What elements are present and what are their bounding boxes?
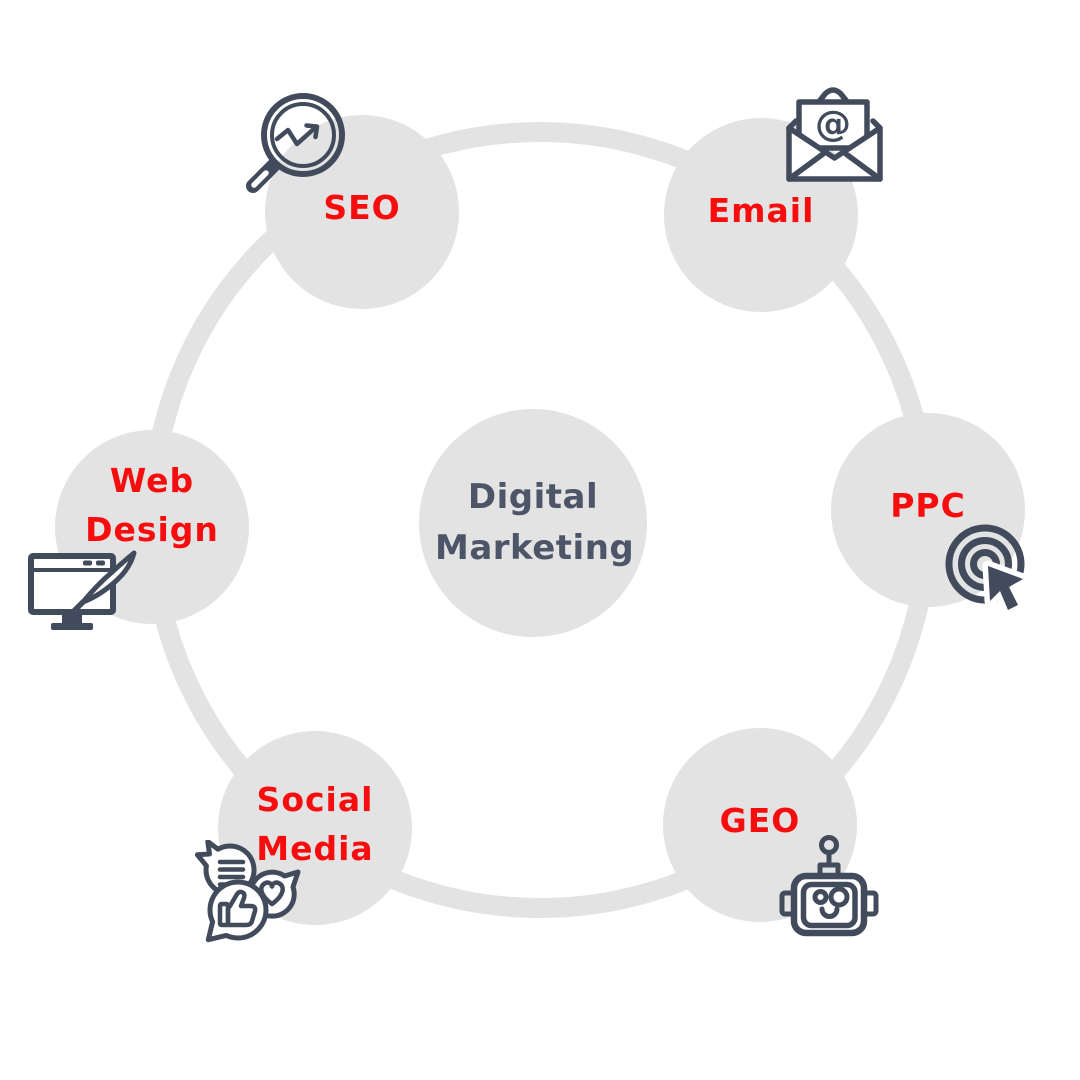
node-email-label: Email: [707, 191, 815, 231]
open-envelope-at-symbol-icon: @: [786, 87, 883, 182]
center-circle: Digital Marketing: [419, 409, 647, 637]
magnifier-trend-arrow-icon: [246, 93, 345, 193]
node-web-design-label: Web Design: [85, 460, 219, 550]
node-email: Email: [664, 118, 858, 312]
node-social-media-label: Social Media: [256, 779, 374, 869]
monitor-pen-icon: [28, 550, 137, 630]
target-click-cursor-icon: [945, 524, 1029, 612]
node-seo: SEO: [265, 115, 459, 309]
node-ppc-label: PPC: [890, 486, 966, 526]
chat-bubbles-like-heart-icon: [194, 840, 301, 943]
node-geo: GEO: [663, 728, 857, 922]
center-label: Digital Marketing: [435, 477, 635, 568]
node-geo-label: GEO: [719, 801, 801, 841]
node-web-design: Web Design: [55, 430, 249, 624]
node-seo-label: SEO: [323, 188, 401, 228]
robot-head-icon: [779, 835, 879, 937]
at-glyph: @: [815, 104, 851, 145]
